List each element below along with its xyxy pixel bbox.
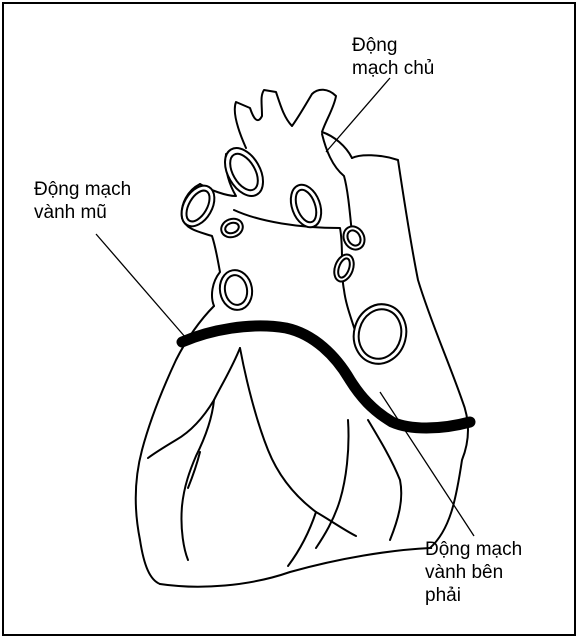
- inner-contour-2: [322, 134, 352, 234]
- right-coronary-label-line3: phải: [425, 584, 522, 607]
- circumflex-artery-label: Động mạch vành mũ: [34, 178, 131, 224]
- branch-left-2: [181, 400, 214, 560]
- circumflex-label-line1: Động mạch: [34, 178, 131, 201]
- right-coronary-artery-label: Động mạch vành bên phải: [425, 538, 522, 607]
- aorta-outline: [235, 90, 352, 158]
- branch-left-3: [240, 348, 356, 536]
- branch-left-4: [288, 512, 316, 566]
- circumflex-label-line2: vành mũ: [34, 201, 131, 224]
- right-coronary-label-line2: vành bên: [425, 561, 522, 584]
- septal-line: [368, 420, 401, 540]
- apex-outline: [160, 548, 430, 587]
- aorta-label-line1: Động: [352, 34, 434, 57]
- right-coronary-label-line1: Động mạch: [425, 538, 522, 561]
- branch-left-1: [148, 348, 240, 458]
- leader-circumflex: [96, 234, 186, 338]
- aorta-label-line2: mạch chủ: [352, 57, 434, 80]
- leader-right-coronary: [380, 392, 474, 536]
- aorta-label: Động mạch chủ: [352, 34, 434, 80]
- leader-aorta: [326, 78, 390, 152]
